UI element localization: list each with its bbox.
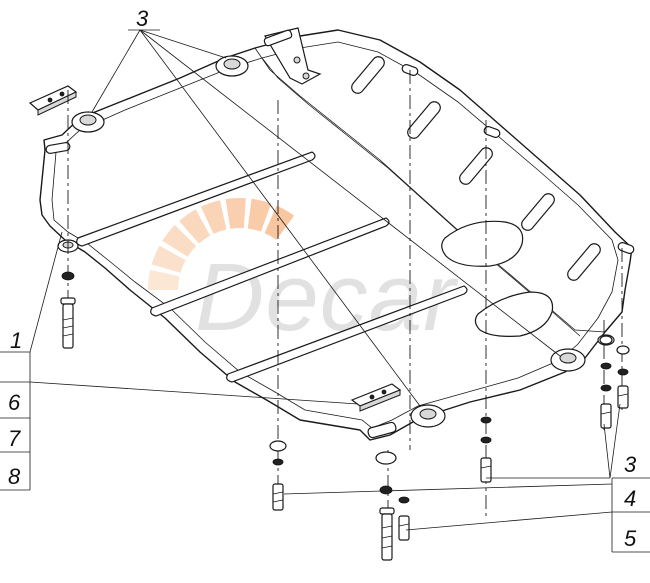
plate-outline [39, 29, 633, 441]
callout-8: 8 [8, 464, 21, 489]
callout-labels: 3 1 6 7 8 3 4 5 [8, 6, 637, 551]
watermark-arc-segment [179, 209, 211, 244]
fastener-stack-center-right [480, 416, 492, 483]
plate-flange-line [51, 41, 619, 429]
slot-5 [567, 243, 601, 281]
slot-3 [459, 147, 493, 185]
bracket-hole-1 [293, 56, 301, 64]
skid-plate [39, 27, 635, 441]
fasteners [60, 271, 630, 561]
access-hole-1 [441, 220, 524, 267]
slot-edge-left [45, 142, 71, 154]
mounting-bracket [263, 27, 322, 85]
bracket-hole-2 [302, 72, 310, 80]
watermark-arc-segment [148, 269, 180, 290]
rib-1 [76, 151, 316, 247]
slot-2 [407, 101, 441, 139]
callout-frames [0, 29, 650, 553]
access-hole-2 [474, 291, 554, 337]
bracket-tab [263, 29, 293, 47]
slot-small-3 [617, 242, 635, 254]
callout-4: 4 [624, 486, 636, 511]
lug-top-left [71, 111, 105, 133]
callout-6: 6 [8, 390, 21, 415]
rib-3 [226, 285, 468, 383]
watermark-arc-segment [247, 198, 272, 232]
fastener-stack-center [375, 451, 410, 561]
callout-3-right: 3 [624, 452, 637, 477]
callout-3-top: 3 [136, 6, 149, 31]
callout-5: 5 [624, 526, 637, 551]
fastener-stack-center-left [269, 440, 287, 511]
lug-top-center [215, 55, 249, 77]
rib-2 [150, 217, 390, 317]
vent-slots [45, 56, 635, 281]
watermark-arc-segment [151, 245, 186, 273]
stiffener-ribs [76, 151, 468, 383]
fastener-stack-left [60, 271, 76, 349]
watermark-arc-segment [162, 224, 197, 257]
slot-small-2 [483, 126, 501, 138]
lug-bottom-center [410, 404, 446, 428]
watermark-text: Decar [195, 244, 459, 351]
decar-watermark: Decar [148, 197, 459, 351]
leader-lines [29, 29, 621, 531]
watermark-arc-segment [264, 205, 295, 240]
access-holes [441, 220, 554, 337]
slot-4 [521, 193, 555, 231]
plate-nut-left [28, 85, 78, 116]
plate-ridge-inner [261, 57, 581, 337]
front-tab [367, 421, 397, 439]
loose-plates [28, 85, 402, 412]
callout-7: 7 [8, 426, 21, 451]
callout-1: 1 [10, 328, 22, 353]
watermark-arc-logo [148, 197, 295, 290]
watermark-arc-segment [200, 200, 227, 234]
fastener-stack-right [599, 335, 630, 429]
lug-bottom-right [550, 348, 586, 372]
plate-nut-center [350, 383, 402, 412]
watermark-arc-segment [225, 197, 246, 229]
slot-1 [351, 56, 385, 94]
